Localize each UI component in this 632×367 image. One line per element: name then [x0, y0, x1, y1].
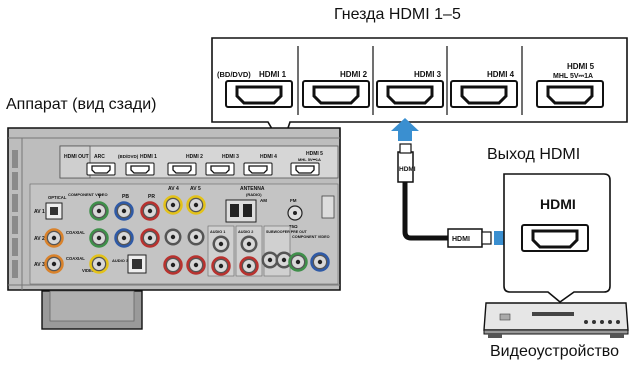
rear-hdmi-5-label: HDMI 5	[306, 151, 323, 157]
rear-hdmi-3-label: HDMI 3	[222, 154, 239, 160]
rear-hdmi-out-jack	[86, 162, 116, 176]
hdmi-zoom-callout: (BD/DVD) HDMI 1 HDMI 2 HDMI 3 HDMI 4 HDM…	[211, 37, 628, 148]
hdmi-4-jack	[449, 79, 519, 109]
cable-plug-side-label: HDMI	[452, 236, 470, 243]
up-arrow-icon	[391, 118, 419, 141]
video-device-output-bubble: HDMI	[503, 173, 611, 304]
jacks-title: Гнезда HDMI 1–5	[334, 6, 461, 23]
rear-audio2-label: AUDIO 2	[238, 230, 253, 234]
rear-coaxial-label-3: COAXIAL	[66, 256, 85, 261]
rear-optical-label: OPTICAL	[48, 195, 67, 200]
rear-hdmi-4-label: HDMI 4	[260, 154, 277, 160]
rear-arc-label: ARC	[94, 154, 105, 160]
rear-hdmi-1-label: HDMI 1	[140, 154, 157, 160]
rear-fm-label: FM	[290, 198, 297, 203]
rear-mhl-label: MHL 5V⎓1A	[298, 157, 321, 162]
rear-pr-label: PR	[148, 194, 155, 200]
rear-y-label: Y	[98, 194, 102, 200]
rear-antenna-label: ANTENNA	[240, 186, 265, 192]
video-device-label: Видеоустройство	[490, 343, 619, 360]
rear-subwoofer-label: SUBWOOFER PRE OUT	[266, 230, 308, 234]
hdmi-cable: HDMI HDMI	[391, 118, 517, 252]
rear-av4-label: AV 4	[168, 186, 179, 192]
zoom-mhl-label: MHL 5V⎓1A	[553, 73, 593, 80]
device-hdmi-title: HDMI	[540, 196, 576, 212]
rear-av3-label: AV 3	[34, 262, 45, 268]
rear-av5-label: AV 5	[190, 186, 201, 192]
hdmi-2-jack	[301, 79, 371, 109]
rear-hdmi-1-jack	[125, 162, 155, 176]
rear-hdmi-4-jack	[243, 162, 273, 176]
rear-component-video-2-label: COMPONENT VIDEO	[292, 235, 330, 239]
zoom-bd-dvd-label: (BD/DVD)	[217, 70, 251, 79]
rear-ohm-label: 75Ω	[289, 224, 298, 229]
receiver-rear-panel: HDMI OUT ARC (BD/DVD) HDMI 1 HDMI 2 HDMI…	[7, 127, 341, 330]
rear-bd-dvd-label: (BD/DVD)	[118, 154, 139, 159]
rear-hdmi-2-jack	[167, 162, 197, 176]
rear-audio-tv-label: AUDIO 3 (TV)	[112, 258, 138, 263]
device-hdmi-jack	[520, 223, 590, 253]
cable-plug-top-label: HDMI	[399, 166, 416, 173]
rear-av2-label: AV 2	[34, 236, 45, 242]
rear-audio1-label: AUDIO 1	[210, 230, 225, 234]
rear-hdmi-2-label: HDMI 2	[186, 154, 203, 160]
rear-hdmi-3-jack	[205, 162, 235, 176]
zoom-hdmi-3-label: HDMI 3	[414, 70, 442, 79]
hdmi-3-jack	[375, 79, 445, 109]
zoom-hdmi-5-label: HDMI 5	[567, 62, 595, 71]
rear-am-label: AM	[260, 198, 267, 203]
rear-coaxial-label-2: COAXIAL	[66, 230, 85, 235]
zoom-hdmi-2-label: HDMI 2	[340, 70, 368, 79]
video-device-player	[483, 302, 629, 338]
rear-component-video-label: COMPONENT VIDEO	[68, 192, 108, 197]
hdmi-output-label: Выход HDMI	[487, 146, 581, 163]
rear-pb-label: PB	[122, 194, 129, 200]
zoom-hdmi-4-label: HDMI 4	[487, 70, 515, 79]
zoom-hdmi-1-label: HDMI 1	[259, 70, 287, 79]
rear-hdmi-out-label: HDMI OUT	[64, 154, 89, 160]
rear-hdmi-5-jack	[290, 162, 320, 176]
rear-av1-label: AV 1	[34, 209, 45, 215]
unit-rear-label: Аппарат (вид сзади)	[6, 96, 157, 113]
hdmi-5-jack	[535, 79, 605, 109]
rear-video-label: VIDEO	[82, 268, 96, 273]
hdmi-1-jack	[224, 79, 294, 109]
rear-radio-label: (RADIO)	[246, 192, 262, 197]
